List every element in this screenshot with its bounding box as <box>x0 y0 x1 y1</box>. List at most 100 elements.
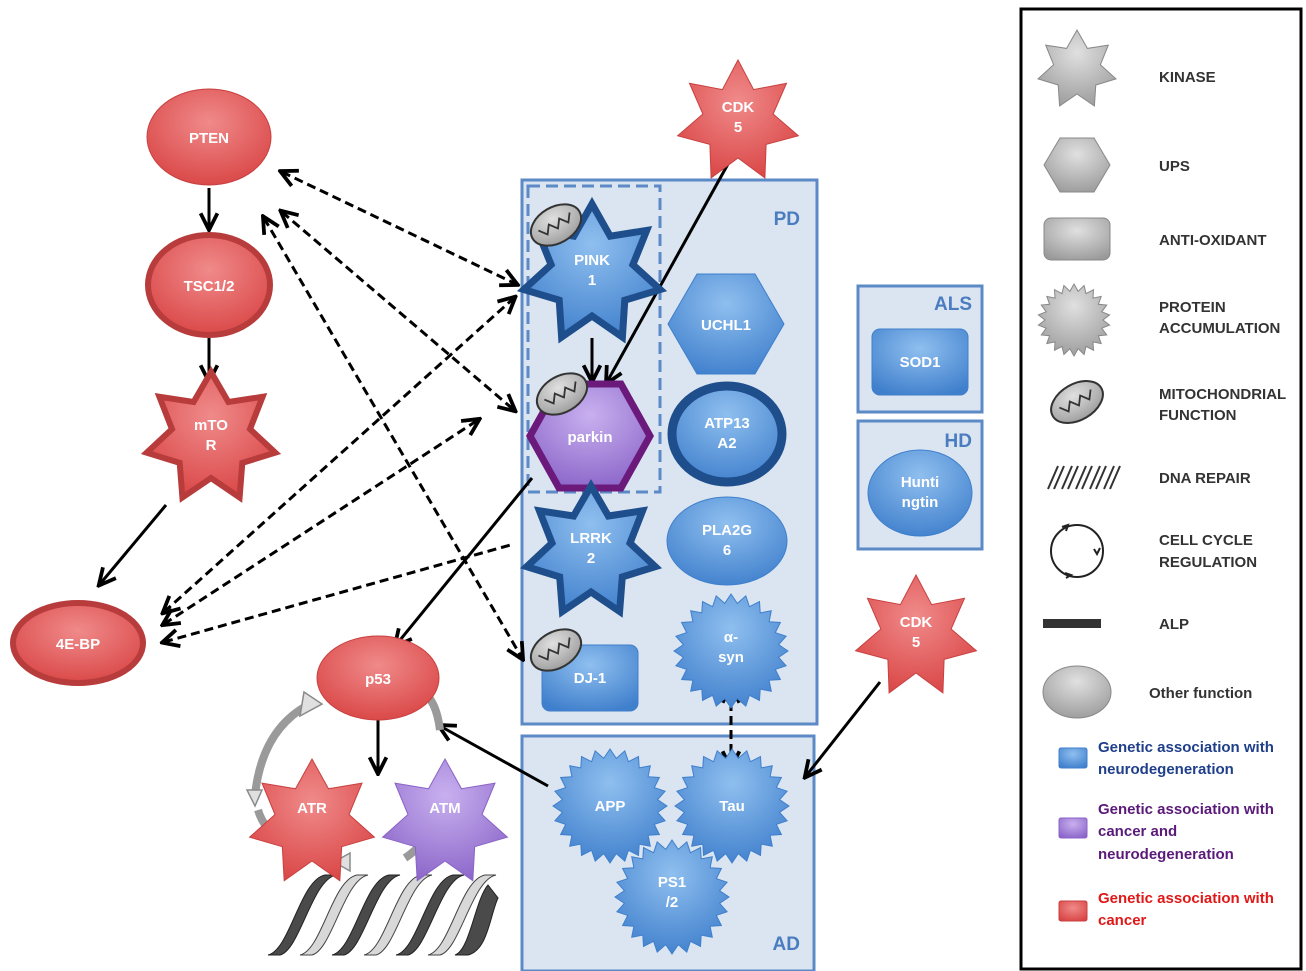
mitochondrion-icon <box>529 203 583 247</box>
node-4ebp-label: 4E-BP <box>56 636 100 653</box>
legend-label-neuro-2: neurodegeneration <box>1098 761 1234 778</box>
ebp-parkin-arrow <box>164 420 478 624</box>
node-asyn[interactable]: α- syn <box>673 593 789 709</box>
node-lrrk2[interactable]: LRRK 2 <box>519 479 663 618</box>
node-app-label: APP <box>595 798 626 815</box>
legend: KINASE UPS ANTI-OXIDANT PROTEIN ACCUMULA… <box>1019 7 1303 971</box>
node-lrrk2-label-2: 2 <box>587 550 595 567</box>
node-p53-label: p53 <box>365 671 391 688</box>
legend-label-dna: DNA REPAIR <box>1159 470 1251 487</box>
legend-label-cancer-1: Genetic association with <box>1098 890 1274 907</box>
hd-box-title: HD <box>945 431 972 452</box>
node-dj1-label: DJ-1 <box>574 670 607 687</box>
node-ps12[interactable]: PS1 /2 <box>614 839 730 955</box>
node-uchl1-label: UCHL1 <box>701 317 751 334</box>
node-cdk5-top[interactable]: CDK 5 <box>676 58 800 179</box>
node-parkin-label: parkin <box>567 429 612 446</box>
node-atm[interactable]: ATM <box>381 757 509 882</box>
legend-label-mito-2: FUNCTION <box>1159 407 1237 424</box>
ad-box-title: AD <box>773 934 800 955</box>
legend-label-kinase: KINASE <box>1159 69 1216 86</box>
legend-label-mito-1: MITOCHONDRIAL <box>1159 386 1286 403</box>
node-huntingtin[interactable]: Hunti ngtin <box>867 449 973 537</box>
node-cdk5-top-label-1: CDK <box>722 99 755 116</box>
node-app[interactable]: APP <box>552 748 668 864</box>
cdk5-tau-arrow <box>806 681 882 776</box>
neurodegeneration-swatch-icon <box>1058 747 1088 769</box>
node-ps12-label-2: /2 <box>666 894 679 911</box>
legend-label-antioxidant: ANTI-OXIDANT <box>1159 232 1267 249</box>
kinase-star-icon <box>1037 28 1117 107</box>
node-mtor-label-2: R <box>206 437 217 454</box>
pd-box-title: PD <box>774 209 800 230</box>
mitochondrion-icon <box>1050 380 1104 424</box>
legend-label-other: Other function <box>1149 685 1252 702</box>
mtor-ebp-arrow <box>100 504 168 584</box>
legend-label-alp: ALP <box>1159 616 1189 633</box>
cancer-swatch-icon <box>1058 900 1088 922</box>
other-ellipse-icon <box>1042 665 1112 719</box>
node-uchl1[interactable]: UCHL1 <box>667 273 785 375</box>
pten-pink1-arrow <box>282 172 516 284</box>
legend-label-cellcycle-2: REGULATION <box>1159 554 1257 571</box>
node-cdk5-right-label-1: CDK <box>900 614 933 631</box>
solid-interactions <box>100 163 882 788</box>
node-asyn-label-1: α- <box>724 629 738 646</box>
legend-label-both-3: neurodegeneration <box>1098 846 1234 863</box>
node-mtor-label-1: mTO <box>194 417 228 434</box>
mitochondrion-icon <box>529 628 583 672</box>
cell-cycle-circle-icon <box>1050 523 1104 579</box>
node-pink1-label-1: PINK <box>574 252 610 269</box>
legend-label-both-2: cancer and <box>1098 823 1177 840</box>
legend-label-protein-1: PROTEIN <box>1159 299 1226 316</box>
app-p53-arrow <box>440 726 549 788</box>
legend-label-cancer-2: cancer <box>1098 912 1147 929</box>
node-mtor[interactable]: mTO R <box>140 366 282 503</box>
node-cdk5-right-label-2: 5 <box>912 634 920 651</box>
node-atp13a2-label-1: ATP13 <box>704 415 750 432</box>
node-tau-label: Tau <box>719 798 745 815</box>
node-atp13a2[interactable]: ATP13 A2 <box>667 381 787 487</box>
ups-hexagon-icon <box>1043 137 1111 193</box>
node-sod1[interactable]: SOD1 <box>871 328 969 396</box>
antioxidant-rounded-rect-icon <box>1043 217 1111 261</box>
node-pink1-label-2: 1 <box>588 272 596 289</box>
node-huntingtin-label-1: Hunti <box>901 474 939 491</box>
node-cdk5-right[interactable]: CDK 5 <box>854 573 978 694</box>
dna-helix-icon <box>1047 465 1121 490</box>
legend-label-cellcycle-1: CELL CYCLE <box>1159 532 1253 549</box>
alp-bar-icon <box>1043 619 1101 628</box>
node-p53[interactable]: p53 <box>316 635 440 721</box>
node-4ebp[interactable]: 4E-BP <box>10 600 146 686</box>
node-pla2g6[interactable]: PLA2G 6 <box>666 496 788 586</box>
node-pten[interactable]: PTEN <box>146 88 272 186</box>
legend-label-both-1: Genetic association with <box>1098 801 1274 818</box>
node-tsc-label: TSC1/2 <box>184 278 235 295</box>
node-atm-label: ATM <box>429 800 460 817</box>
node-asyn-label-2: syn <box>718 649 744 666</box>
node-cdk5-top-label-2: 5 <box>734 119 742 136</box>
node-pla2g6-label-2: 6 <box>723 542 731 559</box>
legend-label-protein-2: ACCUMULATION <box>1159 320 1280 337</box>
node-pla2g6-label-1: PLA2G <box>702 522 752 539</box>
als-box-title: ALS <box>934 294 972 315</box>
mitochondrion-icon <box>535 372 589 416</box>
cdk5-parkin-arrow <box>607 163 730 382</box>
legend-label-neuro-1: Genetic association with <box>1098 739 1274 756</box>
node-sod1-label: SOD1 <box>900 354 941 371</box>
pten-dj1-arrow <box>264 218 522 658</box>
legend-label-ups: UPS <box>1159 158 1190 175</box>
node-atr[interactable]: ATR <box>248 757 376 882</box>
node-lrrk2-label-1: LRRK <box>570 530 612 547</box>
protein-accumulation-burst-icon <box>1037 282 1111 358</box>
node-tsc[interactable]: TSC1/2 <box>145 232 273 338</box>
node-huntingtin-label-2: ngtin <box>902 494 939 511</box>
node-tau[interactable]: Tau <box>674 748 790 864</box>
cancer-neurodegeneration-swatch-icon <box>1058 817 1088 839</box>
node-atp13a2-label-2: A2 <box>717 435 736 452</box>
node-atr-label: ATR <box>297 800 327 817</box>
node-ps12-label-1: PS1 <box>658 874 686 891</box>
dna-helix-icon <box>267 874 499 956</box>
node-pten-label: PTEN <box>189 130 229 147</box>
